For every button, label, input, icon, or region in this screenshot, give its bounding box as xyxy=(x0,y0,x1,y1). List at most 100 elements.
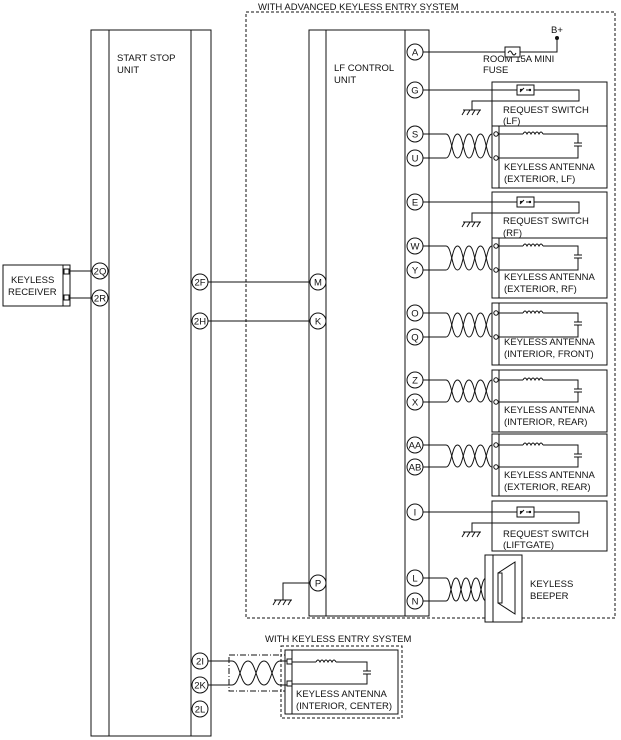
svg-text:M: M xyxy=(314,278,322,289)
svg-text:U: U xyxy=(412,154,419,165)
request-switch-lf: REQUEST SWITCH (LF) xyxy=(423,81,608,129)
pin-2f: 2F xyxy=(191,273,209,291)
svg-text:O: O xyxy=(411,309,418,320)
antenna-ext-lf xyxy=(423,125,608,189)
keyless-receiver: KEYLESS RECEIVER xyxy=(2,264,92,307)
antenna-ext-lf-label: KEYLESS ANTENNA xyxy=(504,162,595,173)
pin-2h: 2H xyxy=(191,312,209,330)
svg-text:2L: 2L xyxy=(195,705,206,716)
svg-text:A: A xyxy=(412,48,419,59)
fuse-icon xyxy=(504,46,521,58)
pin-l: L xyxy=(406,569,424,587)
battery-terminal-icon xyxy=(555,36,559,40)
keyless-entry-system-title: WITH KEYLESS ENTRY SYSTEM xyxy=(265,634,411,645)
pin-y: Y xyxy=(406,261,424,279)
antenna-ext-rf-label-2: (EXTERIOR, RF) xyxy=(504,284,577,295)
antenna-int-rear xyxy=(423,369,608,433)
pin-k: K xyxy=(309,312,327,330)
pin-i: I xyxy=(406,503,424,521)
fuse-label: ROOM 15A MINI xyxy=(483,54,554,65)
request-switch-rf: REQUEST SWITCH (RF) xyxy=(423,191,608,239)
start-stop-unit-label-2: UNIT xyxy=(117,65,139,76)
keyless-beeper: KEYLESS BEEPER xyxy=(484,554,573,623)
start-stop-unit-label: START STOP xyxy=(117,53,175,64)
antenna-ext-rf-label: KEYLESS ANTENNA xyxy=(504,272,595,283)
advanced-system-title: WITH ADVANCED KEYLESS ENTRY SYSTEM xyxy=(258,2,459,13)
svg-text:Y: Y xyxy=(412,266,419,277)
svg-text:X: X xyxy=(412,398,419,409)
twisted-pair-center xyxy=(231,660,287,686)
twisted-pair-beeper xyxy=(423,575,492,604)
pin-o: O xyxy=(406,304,424,322)
keyless-entry-system-region xyxy=(280,645,403,719)
pin-aa: AA xyxy=(406,436,424,454)
svg-text:2F: 2F xyxy=(194,278,205,289)
svg-text:W: W xyxy=(411,242,420,253)
keyless-beeper-label-2: BEEPER xyxy=(530,591,569,602)
pin-u: U xyxy=(406,149,424,167)
svg-text:2Q: 2Q xyxy=(94,267,107,278)
svg-text:N: N xyxy=(412,597,419,608)
lf-control-unit: LF CONTROL UNIT xyxy=(308,29,430,617)
svg-text:2I: 2I xyxy=(196,657,204,668)
svg-text:K: K xyxy=(315,317,322,328)
pin-m: M xyxy=(309,273,327,291)
antenna-int-front-label-2: (INTERIOR, FRONT) xyxy=(504,349,594,360)
antenna-ext-rear-label-2: (EXTERIOR, REAR) xyxy=(504,482,591,493)
request-switch-rf-label-2: (RF) xyxy=(503,228,522,239)
fuse-label-2: FUSE xyxy=(483,65,508,76)
request-switch-liftgate-label: REQUEST SWITCH xyxy=(503,529,589,540)
svg-text:2R: 2R xyxy=(94,294,106,305)
antenna-int-front-label: KEYLESS ANTENNA xyxy=(504,337,595,348)
pin-x: X xyxy=(406,393,424,411)
svg-text:Z: Z xyxy=(412,376,418,387)
battery-label: B+ xyxy=(551,25,563,36)
pin-g: G xyxy=(406,81,424,99)
request-switch-lf-label-2: (LF) xyxy=(503,116,520,127)
svg-text:G: G xyxy=(411,86,418,97)
request-switch-lf-label: REQUEST SWITCH xyxy=(503,105,589,116)
keyless-receiver-label-2: RECEIVER xyxy=(8,287,57,298)
pin-w: W xyxy=(406,237,424,255)
antenna-int-center-label-2: (INTERIOR, CENTER) xyxy=(296,701,392,712)
pin-a: A xyxy=(406,43,424,61)
svg-text:L: L xyxy=(412,574,417,585)
pin-2q: 2Q xyxy=(91,262,109,280)
antenna-ext-rf xyxy=(423,237,608,299)
request-switch-liftgate-label-2: (LIFTGATE) xyxy=(503,540,554,551)
pin-s: S xyxy=(406,125,424,143)
antenna-ext-lf-label-2: (EXTERIOR, LF) xyxy=(504,174,575,185)
pin-p: P xyxy=(309,574,327,592)
pin-2k: 2K xyxy=(191,676,209,694)
request-switch-liftgate: REQUEST SWITCH (LIFTGATE) xyxy=(423,500,608,552)
lf-control-unit-label-2: UNIT xyxy=(334,75,356,86)
pin-e: E xyxy=(406,193,424,211)
wire-fuse-battery xyxy=(520,38,558,53)
svg-text:S: S xyxy=(412,130,418,141)
svg-text:2H: 2H xyxy=(194,317,206,328)
svg-text:AA: AA xyxy=(409,441,422,452)
pin-q: Q xyxy=(406,328,424,346)
keyless-receiver-label: KEYLESS xyxy=(11,275,54,286)
pin-ab: AB xyxy=(406,458,424,476)
antenna-int-center-label: KEYLESS ANTENNA xyxy=(296,689,387,700)
svg-text:E: E xyxy=(412,198,418,209)
svg-text:AB: AB xyxy=(409,463,422,474)
wire-p-ground xyxy=(282,582,310,600)
svg-text:P: P xyxy=(315,579,321,590)
antenna-int-rear-label: KEYLESS ANTENNA xyxy=(504,405,595,416)
antenna-ext-rear-label: KEYLESS ANTENNA xyxy=(504,470,595,481)
antenna-int-rear-label-2: (INTERIOR, REAR) xyxy=(504,417,587,428)
request-switch-rf-label: REQUEST SWITCH xyxy=(503,216,589,227)
svg-text:2K: 2K xyxy=(194,681,206,692)
antenna-ext-rear xyxy=(423,433,608,497)
ground-icon xyxy=(272,599,292,606)
antenna-group xyxy=(423,125,608,604)
antenna-int-center: KEYLESS ANTENNA (INTERIOR, CENTER) xyxy=(284,649,399,715)
svg-text:Q: Q xyxy=(411,333,418,344)
pin-2l: 2L xyxy=(191,700,209,718)
keyless-beeper-label: KEYLESS xyxy=(530,579,573,590)
start-stop-unit: START STOP UNIT xyxy=(90,29,212,737)
advanced-system-region xyxy=(245,11,616,619)
